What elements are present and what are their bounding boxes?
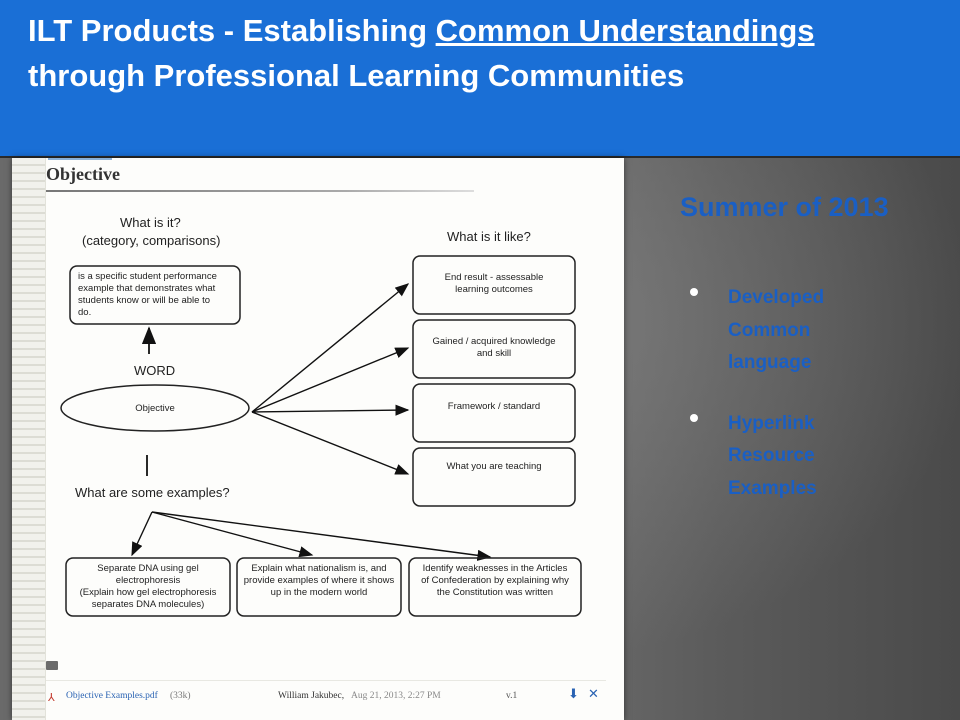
- bullet-1-line-3: language: [728, 352, 812, 373]
- bullet-2-line-3: Examples: [728, 477, 817, 499]
- example-box-2-line-2: provide examples of where it shows: [244, 575, 395, 586]
- like-box-1: [412, 255, 576, 315]
- definition-line-4: do.: [78, 307, 91, 318]
- like-box-3-line-1: Framework / standard: [448, 401, 540, 412]
- document-screenshot: Objective What is it? (category, compari…: [12, 158, 624, 720]
- example-box-3-line-3: the Constitution was written: [437, 587, 553, 598]
- close-icon[interactable]: ✕: [588, 687, 599, 702]
- definition-line-2: example that demonstrates what: [78, 283, 216, 294]
- document-top-link: [48, 158, 112, 160]
- attachment-file-size: (33k): [170, 691, 191, 701]
- like-box-2-line-1: Gained / acquired knowledge: [432, 336, 555, 347]
- center-term-oval: [60, 384, 250, 432]
- document-heading: Objective: [46, 164, 120, 184]
- arrow-to-like-box-2: [251, 347, 410, 413]
- example-box-1-line-1: Separate DNA using gel: [97, 563, 198, 574]
- arrow-to-example-1: [131, 511, 153, 557]
- bullet-item-1: Developed Common language: [690, 282, 930, 380]
- example-box-1-line-4: separates DNA molecules): [92, 599, 204, 610]
- pdf-icon: ⅄: [48, 692, 55, 704]
- examples-label: What are some examples?: [75, 485, 230, 500]
- example-box-1-line-2: electrophoresis: [116, 575, 181, 586]
- example-box-2-line-3: up in the modern world: [271, 587, 368, 598]
- example-box-3-line-1: Identify weaknesses in the Articles: [423, 563, 568, 574]
- title-part-1: ILT Products - Establishing: [28, 13, 436, 48]
- what-is-it-like-label: What is it like?: [447, 229, 531, 244]
- title-part-underlined: Common Understandings: [435, 13, 815, 48]
- attachment-user: William Jakubec,: [278, 691, 345, 701]
- example-box-1: [65, 557, 231, 617]
- bullet-dot-icon: [690, 288, 698, 296]
- what-is-it-label: What is it?: [120, 215, 181, 230]
- document-heading-rule: [46, 190, 474, 192]
- frayer-diagram: What is it? (category, comparisons) is a…: [60, 215, 582, 617]
- example-box-3-line-2: of Confederation by explaining why: [421, 575, 569, 586]
- arrow-to-like-box-1: [251, 283, 410, 413]
- definition-line-3: students know or will be able to: [78, 295, 210, 306]
- title-part-3: through Professional Learning Communitie…: [28, 58, 685, 93]
- definition-box: [69, 265, 241, 325]
- arrow-to-like-box-4: [251, 411, 410, 475]
- example-box-2-line-1: Explain what nationalism is, and: [251, 563, 386, 574]
- download-icon[interactable]: ⬇: [568, 687, 579, 702]
- bullet-1-line-2: Common: [728, 319, 811, 341]
- attachment-date: Aug 21, 2013, 2:27 PM: [351, 691, 441, 701]
- bullet-item-2: Hyperlink Resource Examples: [690, 408, 930, 506]
- attachment-file-link[interactable]: Objective Examples.pdf: [66, 691, 158, 701]
- bullet-1-line-1: Developed: [728, 287, 825, 308]
- attachment-version: v.1: [506, 691, 518, 701]
- definition-line-1: is a specific student performance: [78, 271, 217, 282]
- word-label: WORD: [134, 363, 175, 378]
- example-box-1-line-3: (Explain how gel electrophoresis: [80, 587, 217, 598]
- like-box-4: [412, 447, 576, 507]
- example-box-3: [408, 557, 582, 617]
- sidebar-heading: Summer of 2013: [680, 192, 889, 222]
- like-box-2: [412, 319, 576, 379]
- slide-title-bar: ILT Products - Establishing Common Under…: [0, 0, 960, 158]
- bullet-2-line-2: Resource: [728, 445, 815, 466]
- like-box-4-line-1: What you are teaching: [446, 461, 541, 472]
- center-term: Objective: [135, 403, 175, 414]
- arrow-to-example-3: [151, 511, 492, 561]
- like-box-2-line-2: and skill: [477, 348, 511, 359]
- bullet-2-line-1: Hyperlink: [728, 412, 815, 434]
- like-box-1-line-2: learning outcomes: [455, 284, 533, 295]
- example-box-2: [236, 557, 402, 617]
- attachment-row: ⅄ Objective Examples.pdf (33k) William J…: [46, 680, 606, 710]
- arrow-to-like-box-3: [251, 404, 410, 416]
- what-is-it-sub-label: (category, comparisons): [82, 233, 220, 248]
- folder-icon: [46, 661, 58, 670]
- like-box-3: [412, 383, 576, 443]
- arrow-to-example-2: [151, 511, 314, 558]
- slide-title: ILT Products - Establishing Common Under…: [28, 8, 932, 98]
- bullet-list: Developed Common language Hyperlink Reso…: [690, 282, 930, 533]
- document-left-margin: [12, 158, 46, 720]
- bullet-dot-icon: [690, 413, 698, 422]
- like-box-1-line-1: End result - assessable: [445, 272, 544, 283]
